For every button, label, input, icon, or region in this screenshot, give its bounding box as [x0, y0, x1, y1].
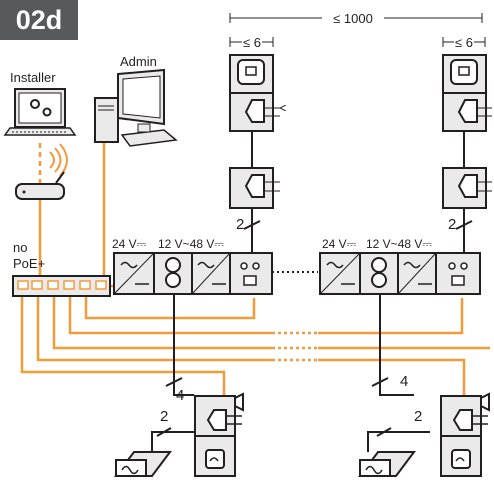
- door-station-right: [440, 392, 490, 477]
- door-station-left: [194, 392, 244, 477]
- wire-count-left-bottom: 2: [160, 408, 168, 425]
- laptop-icon: [3, 88, 77, 136]
- dim-total-label: ≤ 1000: [333, 11, 373, 26]
- switch-left-panel-cable-b: [84, 296, 256, 320]
- diagram-badge: 02d: [0, 0, 78, 40]
- network-cables: [20, 142, 490, 396]
- wifi-icon: [49, 143, 68, 177]
- door-opener-right: [358, 451, 416, 477]
- installer-label: Installer: [10, 70, 56, 85]
- supply-24v-right-label: 24 V⎓: [322, 237, 357, 251]
- admin-label: Admin: [120, 54, 157, 69]
- indoor-handset-right: [442, 167, 492, 209]
- supply-12-48v-left-label: 12 V~48 V⎓: [158, 237, 224, 251]
- din-modules-left: [113, 252, 273, 295]
- no-label: no: [13, 240, 27, 255]
- door-opener-left: [114, 451, 172, 477]
- supply-24v-left-label: 24 V⎓: [112, 237, 147, 251]
- wire-count-right-top: 2: [448, 216, 456, 233]
- router-icon: [15, 171, 65, 200]
- network-switch: [12, 275, 111, 297]
- supply-12-48v-right-label: 12 V~48 V⎓: [366, 237, 432, 251]
- wire-count-left-top: 2: [236, 216, 244, 233]
- dimension-lines: [229, 13, 486, 47]
- wire-count-right-bottom: 2: [414, 408, 422, 425]
- dim-left-label: ≤ 6: [243, 35, 261, 50]
- switch-door-station-right-cable: [36, 296, 272, 362]
- indoor-monitor-right: [442, 54, 492, 132]
- din-modules-right: [319, 252, 481, 295]
- indoor-monitor-left: [229, 54, 280, 132]
- indoor-handset-left: [229, 167, 280, 209]
- wire-count-right-four: 4: [400, 373, 408, 390]
- bus-wires: [151, 122, 473, 452]
- dim-right-label: ≤ 6: [455, 35, 473, 50]
- admin-pc-icon: [94, 68, 178, 147]
- switch-door-station-left-cable: [20, 296, 226, 396]
- switch-outdoor-cable: [52, 296, 272, 350]
- switch-right-panel-cable-a: [68, 296, 272, 335]
- poe-label: PoE+: [13, 256, 45, 271]
- wire-count-left-four: 4: [176, 387, 184, 404]
